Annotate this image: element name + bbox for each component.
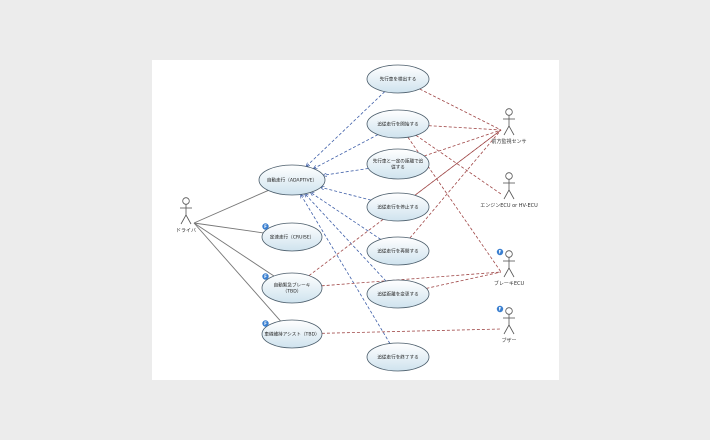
use-case-uc_start[interactable]: 追従走行を開始する bbox=[366, 109, 430, 139]
include-uc_resume-uc_acc bbox=[311, 192, 381, 240]
actor-sensor[interactable]: 前方監視センサ bbox=[491, 108, 527, 145]
use-case-label: 自動緊急ブレーキ bbox=[274, 282, 311, 289]
use-case-uc_end[interactable]: 追従走行を終了する bbox=[366, 342, 430, 372]
dependency-uc_keep-sensor bbox=[424, 129, 502, 157]
diagram-canvas bbox=[152, 60, 559, 380]
actor-label: ドライバ bbox=[176, 228, 196, 234]
use-case-ellipse bbox=[261, 272, 323, 304]
use-case-ellipse bbox=[366, 64, 430, 94]
use-case-label: 追従走行を終了する bbox=[377, 354, 418, 361]
use-case-uc_aeb[interactable]: 自動緊急ブレーキ（TBD） F bbox=[261, 272, 323, 304]
use-case-label: 自動走行（ADAPTIVE） bbox=[267, 177, 317, 184]
include-uc_end-uc_acc bbox=[301, 194, 391, 344]
association-driver-uc_lka bbox=[193, 222, 281, 322]
actor-label: 前方監視センサ bbox=[491, 138, 526, 145]
use-case-label: 先行車と一定の距離で追 bbox=[373, 158, 424, 165]
dependency-uc_start-engine bbox=[415, 135, 502, 195]
include-uc_stop-uc_acc bbox=[321, 187, 372, 201]
actor-brake[interactable]: ブレーキECU F bbox=[494, 248, 525, 287]
use-case-ellipse bbox=[366, 279, 430, 309]
use-case-ellipse bbox=[258, 164, 326, 196]
dependency-uc_gap-brake bbox=[426, 271, 502, 289]
use-case-label: 定速走行（CRUISE） bbox=[270, 234, 315, 241]
use-case-ellipse bbox=[366, 109, 430, 139]
svg-text:F: F bbox=[264, 321, 267, 326]
svg-text:F: F bbox=[264, 224, 267, 229]
use-case-label: 追従距離を変更する bbox=[377, 291, 418, 298]
use-case-ellipse bbox=[366, 342, 430, 372]
actor-stick-figure-icon bbox=[503, 108, 515, 136]
svg-text:F: F bbox=[264, 274, 267, 279]
use-case-ellipse bbox=[261, 222, 323, 252]
use-case-uc_lka[interactable]: 車線維持アシスト（TBD） F bbox=[261, 319, 323, 349]
feature-badge-icon: F bbox=[262, 320, 269, 327]
association-driver-uc_aeb bbox=[193, 222, 275, 277]
svg-text:F: F bbox=[499, 250, 502, 255]
actor-engine[interactable]: エンジンECU or HV-ECU bbox=[480, 172, 538, 209]
actor-stick-figure-icon bbox=[503, 250, 515, 278]
include-uc_start-uc_acc bbox=[314, 134, 379, 169]
actor-stick-figure-icon bbox=[503, 307, 515, 335]
dependency-uc_start-sensor bbox=[428, 125, 502, 131]
use-case-ellipse bbox=[366, 148, 430, 180]
use-case-layer: 先行車を検出する追従走行を開始する先行車と一定の距離で追従する追従走行を停止する… bbox=[258, 64, 430, 372]
feature-badge-icon: F bbox=[496, 248, 504, 256]
use-case-ellipse bbox=[261, 319, 323, 349]
use-case-label: 先行車を検出する bbox=[380, 76, 417, 83]
dependency-uc_resume-sensor bbox=[409, 129, 502, 239]
use-case-uc_gap[interactable]: 追従距離を変更する bbox=[366, 279, 430, 309]
connector-layer bbox=[193, 88, 502, 344]
association-driver-uc_cruise bbox=[193, 222, 264, 234]
feature-badge-icon: F bbox=[496, 305, 504, 313]
use-case-label: 従する bbox=[391, 164, 405, 171]
use-case-label: （TBD） bbox=[283, 289, 302, 295]
use-case-label: 車線維持アシスト（TBD） bbox=[264, 331, 319, 338]
actor-stick-figure-icon bbox=[503, 172, 515, 200]
dependency-uc_detect-sensor bbox=[419, 88, 502, 131]
use-case-ellipse bbox=[366, 192, 430, 222]
use-case-label: 追従走行を再開する bbox=[377, 248, 418, 255]
include-uc_detect-uc_acc bbox=[306, 91, 385, 167]
feature-badge-icon: F bbox=[262, 273, 269, 280]
use-case-uc_acc[interactable]: 自動走行（ADAPTIVE） bbox=[258, 164, 326, 196]
actor-label: ブレーキECU bbox=[494, 280, 525, 287]
actor-driver[interactable]: ドライバ bbox=[176, 197, 196, 234]
svg-text:F: F bbox=[499, 307, 502, 312]
include-uc_keep-uc_acc bbox=[323, 168, 369, 175]
use-case-uc_detect[interactable]: 先行車を検出する bbox=[366, 64, 430, 94]
feature-badge-icon: F bbox=[262, 223, 269, 230]
use-case-ellipse bbox=[366, 236, 430, 266]
use-case-uc_stop[interactable]: 追従走行を停止する bbox=[366, 192, 430, 222]
actor-label: エンジンECU or HV-ECU bbox=[480, 203, 538, 209]
use-case-label: 追従走行を開始する bbox=[377, 121, 418, 128]
use-case-label: 追従走行を停止する bbox=[377, 204, 418, 211]
actor-buzzer[interactable]: ブザー F bbox=[496, 305, 517, 344]
actor-stick-figure-icon bbox=[180, 197, 192, 225]
use-case-uc_cruise[interactable]: 定速走行（CRUISE）F bbox=[261, 222, 323, 252]
use-case-uc_resume[interactable]: 追従走行を再開する bbox=[366, 236, 430, 266]
association-driver-uc_acc bbox=[193, 190, 269, 224]
actor-label: ブザー bbox=[501, 337, 516, 344]
dependency-uc_lka-buzzer bbox=[321, 328, 502, 334]
